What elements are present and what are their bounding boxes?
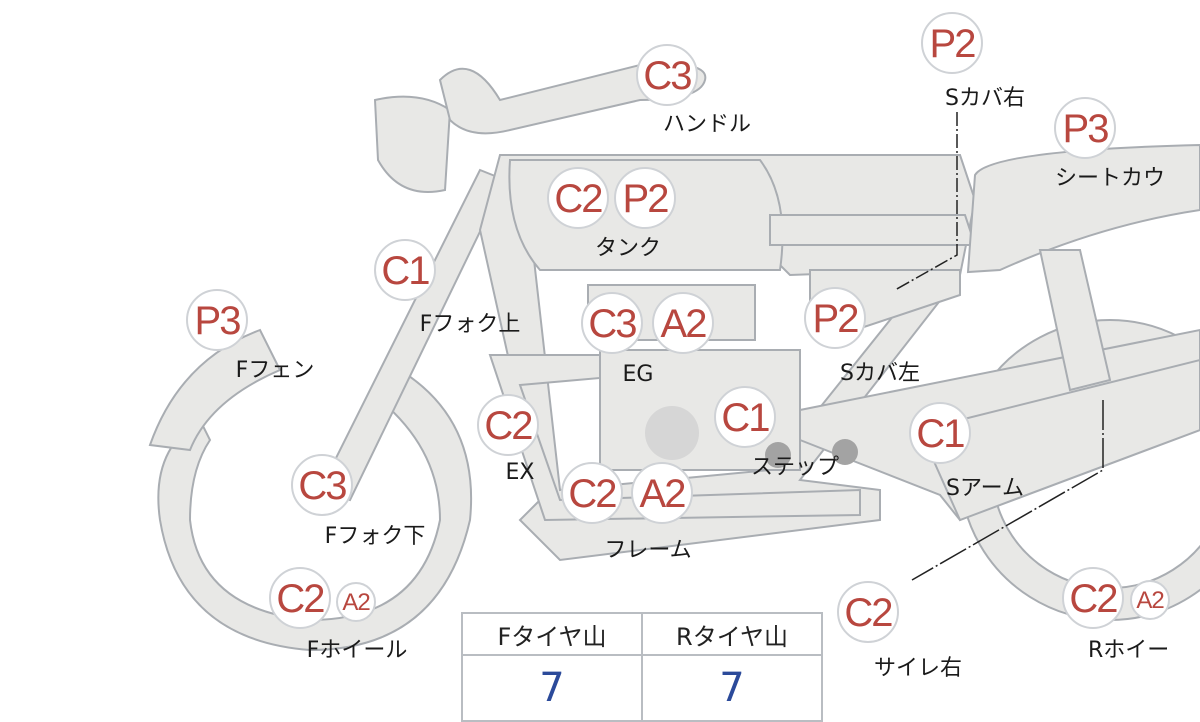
step-peg	[832, 439, 858, 465]
rear-shock	[1038, 249, 1112, 392]
condition-badge: P2	[921, 12, 983, 74]
part-label-exhaust: EX	[505, 460, 535, 485]
condition-badge: P2	[614, 167, 676, 229]
seat	[769, 214, 977, 246]
condition-badge: P2	[804, 287, 866, 349]
part-label-tank: タンク	[594, 236, 662, 261]
part-label-silencer-r: サイレ右	[873, 656, 963, 681]
condition-badge: C3	[581, 292, 643, 354]
part-label-handle: ハンドル	[662, 112, 752, 137]
part-label-swingarm: Sアーム	[946, 476, 1024, 501]
part-label-scover-r: Sカバ右	[945, 86, 1025, 111]
ftyre-value: 7	[461, 654, 643, 722]
condition-badge: C2	[269, 567, 331, 629]
tyre-tread-table: Fタイヤ山 Rタイヤ山 7 7	[461, 612, 823, 722]
condition-badge: C3	[291, 454, 353, 516]
part-label-step: ステップ	[750, 455, 840, 480]
rtyre-value: 7	[641, 654, 823, 722]
part-label-frame: フレーム	[604, 538, 692, 563]
front-wheel	[157, 368, 473, 652]
part-label-fwheel: Fホイール	[306, 638, 408, 663]
condition-badge: C1	[714, 386, 776, 448]
condition-badge: P3	[1054, 97, 1116, 159]
part-label-ffork-lower: Fフォク下	[324, 524, 426, 549]
rtyre-header: Rタイヤ山	[641, 612, 823, 656]
silencer	[918, 358, 1200, 522]
part-label-scover-l: Sカバ左	[840, 361, 920, 386]
step-peg	[765, 442, 791, 468]
part-label-engine: EG	[622, 362, 654, 387]
condition-badge: C1	[374, 239, 436, 301]
leader-line	[911, 400, 1104, 581]
condition-badge: C3	[636, 44, 698, 106]
condition-badge: C2	[561, 462, 623, 524]
condition-badge: C2	[477, 394, 539, 456]
condition-badge: C2	[547, 167, 609, 229]
engine-case	[645, 406, 699, 460]
headlight	[373, 95, 452, 193]
condition-badge: C2	[1062, 567, 1124, 629]
part-label-ffork-upper: Fフォク上	[419, 312, 521, 337]
part-label-seat-cowl: シートカウ	[1055, 166, 1166, 191]
condition-badge: A2	[652, 292, 714, 354]
part-label-rwheel: Rホイー	[1088, 638, 1170, 663]
condition-badge: C1	[909, 402, 971, 464]
ftyre-header: Fタイヤ山	[461, 612, 643, 656]
condition-badge: A2	[631, 462, 693, 524]
condition-badge: A2	[336, 582, 376, 622]
condition-badge: A2	[1130, 580, 1170, 620]
condition-badge: C2	[837, 581, 899, 643]
front-fender	[148, 328, 282, 452]
part-label-ffender: Fフェン	[235, 358, 315, 383]
leader-line	[894, 112, 958, 291]
condition-badge: P3	[186, 289, 248, 351]
